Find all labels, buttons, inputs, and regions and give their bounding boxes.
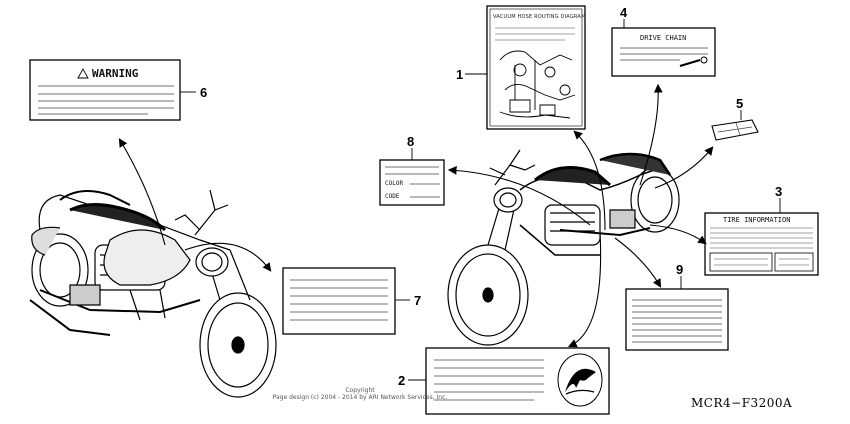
- label-drive-chain: [611, 27, 716, 77]
- tire-info-title: TIRE INFORMATION: [723, 216, 791, 224]
- callout-6: 6: [200, 85, 208, 100]
- copyright-notice: Copyright Page design (c) 2004 - 2014 by…: [270, 387, 450, 401]
- label-tire-info: [704, 212, 819, 276]
- callout-7: 7: [414, 293, 422, 308]
- motorcycle-left: [29, 189, 277, 398]
- callout-4: 4: [620, 5, 628, 20]
- label-warning: [29, 59, 181, 121]
- warning-title: WARNING: [92, 67, 139, 80]
- label-5-tag: [711, 119, 759, 141]
- callout-leaders: [180, 19, 781, 381]
- label-9-plate: [625, 288, 729, 351]
- callout-3: 3: [775, 184, 783, 199]
- honda-wing-icon: [565, 368, 596, 392]
- wrench-icon: [679, 59, 701, 67]
- callout-5: 5: [736, 96, 744, 111]
- leader-arrows: [118, 83, 714, 348]
- copyright-line-1: Copyright: [345, 387, 375, 394]
- label-honda-emblem: [425, 347, 610, 415]
- warning-triangle-icon: [77, 68, 89, 79]
- callout-9: 9: [676, 262, 684, 277]
- code-label: CODE: [385, 193, 400, 200]
- motorcycle-right: [447, 149, 680, 346]
- callout-1: 1: [456, 67, 464, 82]
- diagram-reference-code: MCR4−F3200A: [691, 396, 793, 410]
- callout-8: 8: [407, 134, 415, 149]
- color-label: COLOR: [385, 180, 404, 187]
- label-vacuum-hose: [486, 5, 586, 130]
- vacuum-title: VACUUM HOSE ROUTING DIAGRAM: [493, 14, 586, 20]
- label-7-plate: [282, 267, 396, 335]
- label-color-code: [379, 159, 445, 206]
- copyright-line-2: Page design (c) 2004 - 2014 by ARI Netwo…: [272, 394, 448, 401]
- callout-2: 2: [398, 373, 406, 388]
- drive-chain-title: DRIVE CHAIN: [640, 34, 687, 42]
